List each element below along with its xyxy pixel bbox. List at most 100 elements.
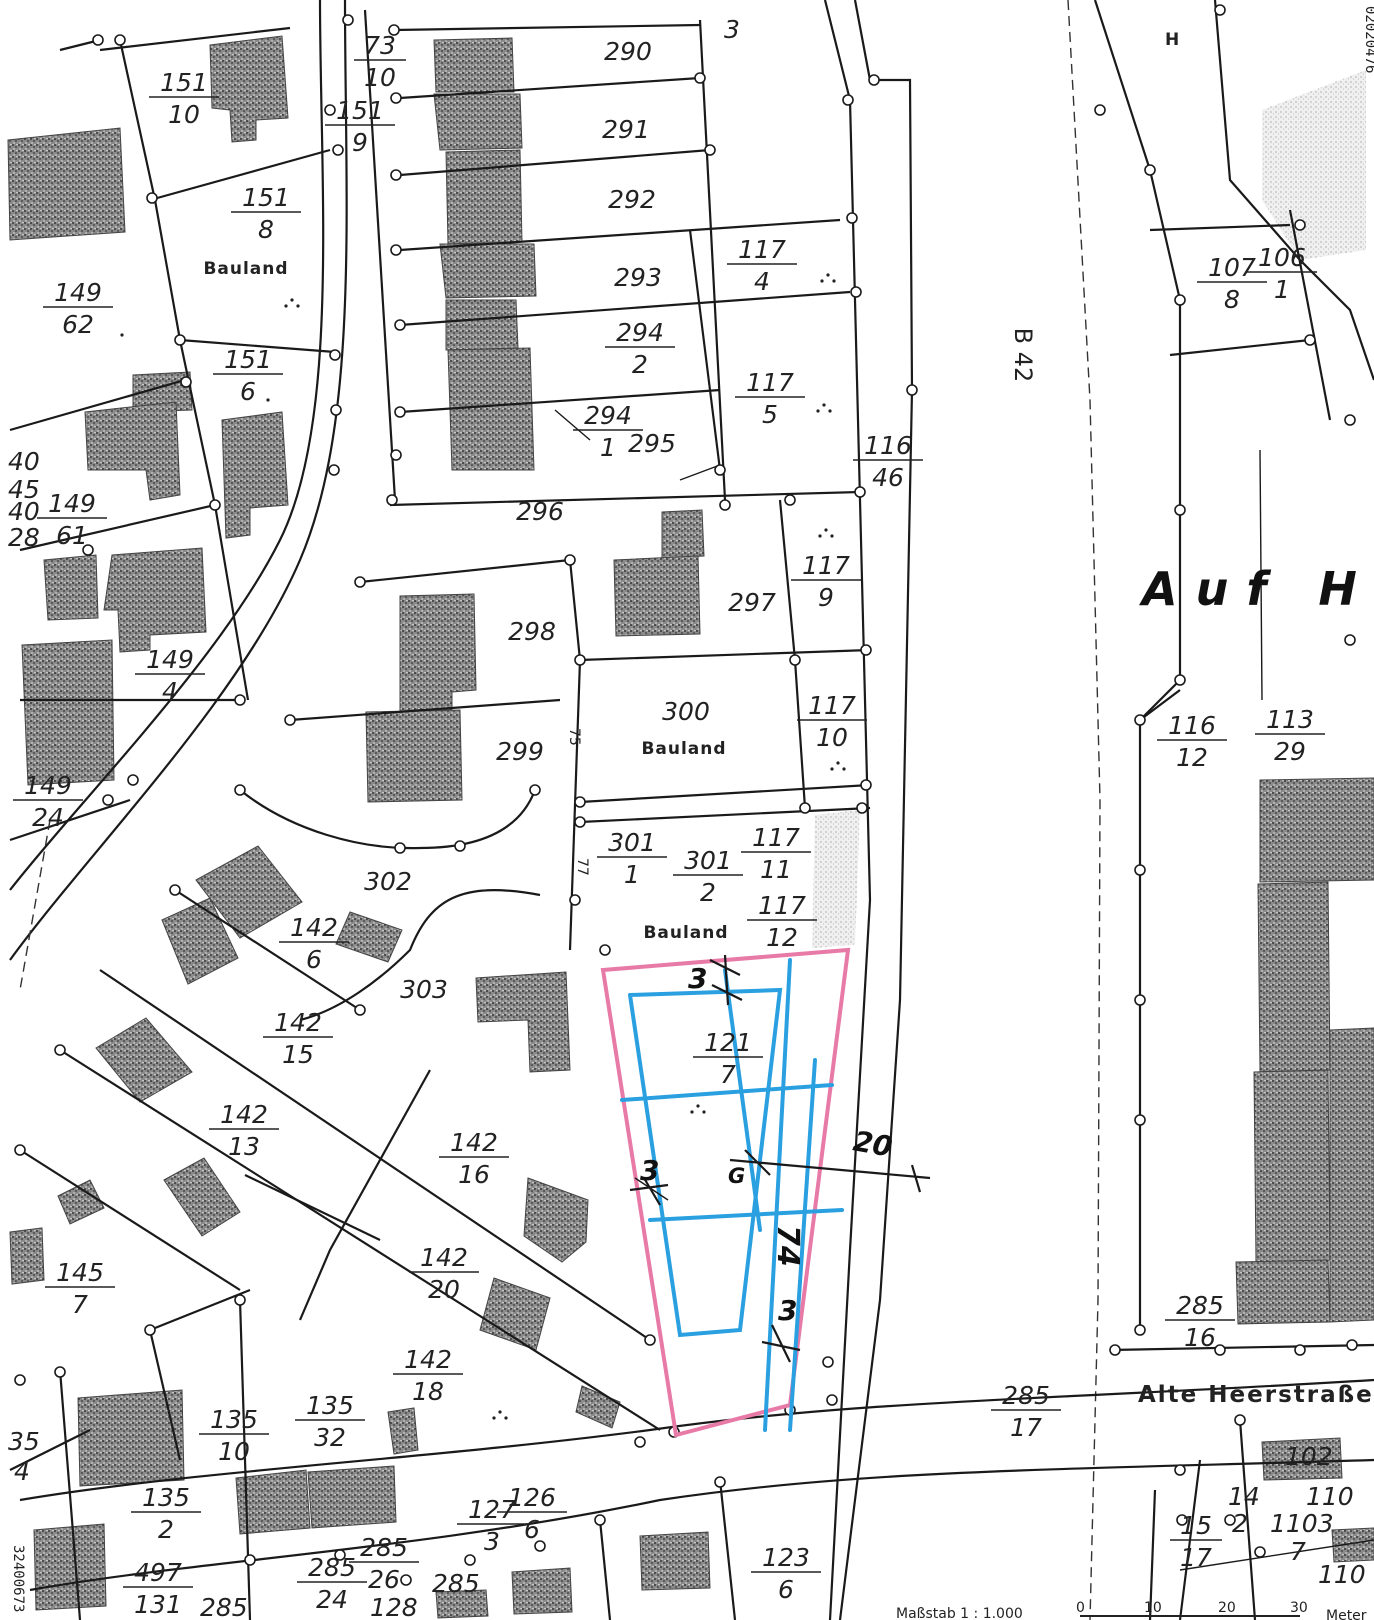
parcel-number: 151 [160, 68, 208, 97]
svg-text:285: 285 [432, 1569, 480, 1598]
parcel-number: 294 [584, 401, 632, 430]
parcel-number: 299 [496, 737, 544, 766]
parcel-number: 117 [738, 235, 786, 264]
parcel-number: 117 [752, 823, 800, 852]
parcel-number: 107 [1208, 253, 1256, 282]
parcel-number: 292 [608, 185, 656, 214]
parcel-number: 298 [508, 617, 556, 646]
dim-77: 77 [574, 858, 590, 876]
parcel-number: 113 [1266, 705, 1314, 734]
svg-text:285: 285 [200, 1593, 248, 1620]
parcel-denominator: 15 [282, 1040, 314, 1069]
parcel-number: 291 [602, 115, 650, 144]
parcel-denominator: 18 [412, 1377, 444, 1406]
parcel-number: 303 [400, 975, 448, 1004]
parcel-label-302: 302 [364, 867, 412, 896]
parcel-denominator: 8 [258, 215, 274, 244]
parcel-denominator: 24 [32, 803, 64, 832]
parcel-denominator: 4 [162, 677, 178, 706]
parcel-denominator: 10 [816, 723, 848, 752]
parcel-denominator: 61 [56, 521, 88, 550]
parcel-number: 285 [360, 1533, 408, 1562]
parcel-number: 142 [274, 1008, 322, 1037]
parcel-number: 127 [468, 1495, 516, 1524]
survey-points [14, 4, 1358, 1586]
svg-text:4: 4 [14, 1457, 30, 1486]
parcel-denominator: 10 [168, 100, 200, 129]
scale-tick-30: 30 [1290, 1600, 1308, 1616]
svg-text:7: 7 [1290, 1537, 1306, 1566]
svg-text:45: 45 [8, 475, 40, 504]
parcel-number: 142 [404, 1345, 452, 1374]
svg-text:14: 14 [1228, 1482, 1260, 1511]
parcel-denominator: 8 [1224, 285, 1240, 314]
scale-tick-20: 20 [1218, 1600, 1236, 1616]
parcel-number: 117 [802, 551, 850, 580]
street-alte-heerstrasse: Alte Heerstraße [1138, 1382, 1374, 1408]
parcel-denominator: 6 [778, 1575, 794, 1604]
parcel-denominator: 11 [760, 855, 792, 884]
parcel-denominator: 13 [228, 1132, 260, 1161]
parcel-number: 285 [308, 1553, 356, 1582]
parcel-denominator: 16 [1184, 1323, 1216, 1352]
parcel-label-293: 293 [614, 263, 662, 292]
svg-text:1103: 1103 [1270, 1509, 1334, 1538]
parcel-denominator: 26 [368, 1565, 400, 1594]
parcel-number: 15 [1180, 1511, 1212, 1540]
hand-bottom-dim: 3 [778, 1294, 797, 1327]
parcel-label-299: 299 [496, 737, 544, 766]
svg-text:40: 40 [8, 447, 40, 476]
parcel-denominator: 2 [632, 350, 648, 379]
parcel-denominator: 46 [872, 463, 904, 492]
parcel-denominator: 10 [364, 63, 396, 92]
corner-h-label: H [1165, 30, 1180, 50]
sheet-number: 32400673 [10, 1545, 26, 1612]
parcel-label-291: 291 [602, 115, 650, 144]
parcel-label-303: 303 [400, 975, 448, 1004]
scale-tick-0: 0 [1076, 1600, 1085, 1616]
parcel-label-292: 292 [608, 185, 656, 214]
label-bauland-3: Bauland [643, 923, 728, 943]
parcel-denominator: 131 [134, 1590, 182, 1619]
scale-label: Maßstab 1 : 1.000 [896, 1606, 1023, 1620]
top-right-code: 02020476 [1362, 6, 1374, 73]
parcel-label-295: 295 [628, 429, 676, 458]
parcel-denominator: 7 [72, 1290, 88, 1319]
hand-length-dim: 74 [770, 1225, 805, 1267]
parcel-denominator: 20 [428, 1275, 460, 1304]
parcel-number: 149 [146, 645, 194, 674]
svg-text:2: 2 [1232, 1509, 1248, 1538]
light-shaded-areas [812, 70, 1366, 948]
parcel-denominator: 2 [700, 878, 716, 907]
parcel-denominator: 17 [1180, 1543, 1212, 1572]
parcel-number: 300 [662, 697, 710, 726]
parcel-label-300: 300 [662, 697, 710, 726]
hand-width-dim: 20 [851, 1124, 895, 1163]
parcel-denominator: 24 [316, 1585, 348, 1614]
parcel-denominator: 6 [306, 945, 322, 974]
parcel-number: 73 [364, 31, 396, 60]
parcel-number: 151 [224, 345, 272, 374]
parcel-denominator: 9 [818, 583, 834, 612]
parcel-number: 497 [134, 1558, 182, 1587]
